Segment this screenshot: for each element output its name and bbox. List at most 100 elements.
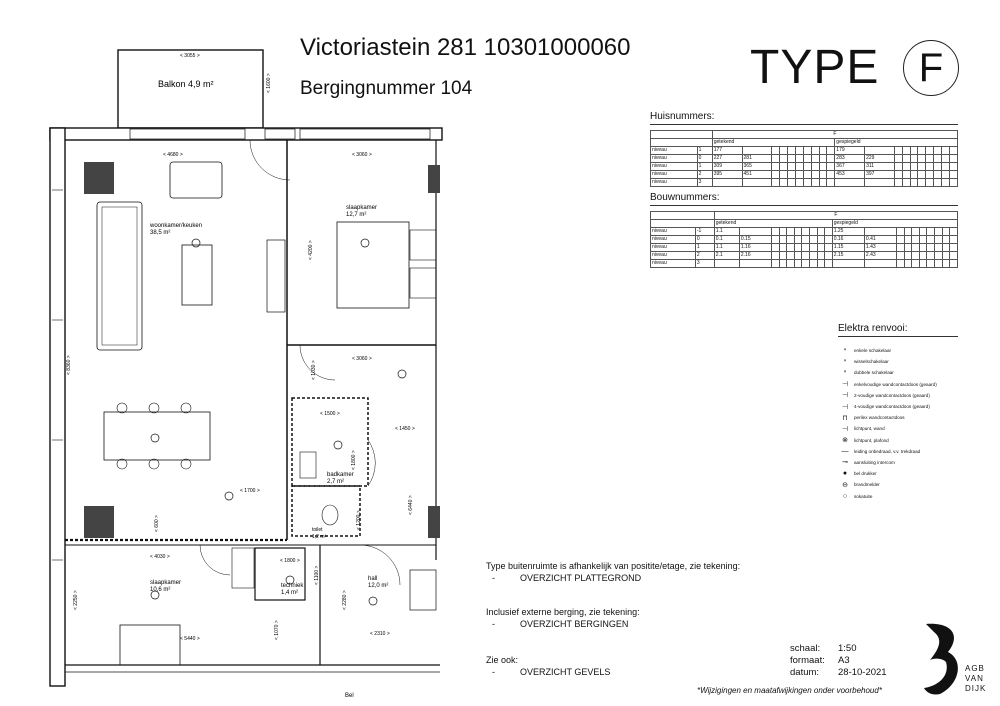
legend-item: ⊸aansluiting intercom <box>836 457 966 468</box>
legend-item: ● bel drukker <box>836 468 966 479</box>
legend-item: ᐤ dubbele schakelaar <box>836 367 966 378</box>
dim-2280: < 2280 > <box>342 590 348 610</box>
note-berging-text: Inclusief externe berging, zie tekening: <box>486 607 640 617</box>
note-zie-ook-text: Zie ook: <box>486 655 519 665</box>
dim-1070: < 1070 > <box>274 620 280 640</box>
huisnummers-rule <box>650 124 958 125</box>
plan-woonkamer: woonkamer/keuken <box>149 223 202 229</box>
legend-item: ⊗ lichtpunt, plafond <box>836 435 966 446</box>
dim-3055: < 3055 > <box>180 53 200 59</box>
doorbell-icon: ● <box>842 470 848 478</box>
legend-item: ⊣ lichtpunt, wand <box>836 423 966 434</box>
dim-1600: < 1600 > <box>266 73 272 93</box>
legend-item-label: wisselschakelaar <box>854 359 889 365</box>
double-socket-icon: ⊣ <box>841 392 849 400</box>
note-berging: Inclusief externe berging, zie tekening:… <box>486 606 640 630</box>
ceiling-light-icon: ⊗ <box>842 437 848 445</box>
dim-1700: < 1700 > <box>240 488 260 494</box>
plan-techniek: techniek <box>281 583 304 589</box>
legend-item: ⊣ 2-voudige wandcontactdoos (geaard) <box>836 390 966 401</box>
changeover-switch-icon: ᐤ <box>843 358 847 366</box>
disclaimer: *Wijzigingen en maatafwijkingen onder vo… <box>697 686 882 695</box>
plan-slaapkamer2: slaapkamer <box>150 580 181 586</box>
dim-4200: < 4200 > <box>308 240 314 260</box>
legend-item: —leiding onbedraad, v.v. trekdraad <box>836 446 966 457</box>
dim-1800b: < 1800 > <box>280 558 300 564</box>
quad-socket-icon: ⊣ <box>841 403 849 411</box>
plan-toilet: toilet <box>312 527 323 533</box>
legend-item: ⊣ 4-voudige wandcontactdoos (geaard) <box>836 401 966 412</box>
plan-badkamer-area: 2,7 m² <box>327 479 344 485</box>
legend-item-label: lichtpunt, plafond <box>854 437 889 443</box>
dim-1200: < 1200 > <box>356 510 362 530</box>
legend-item: ⊖brandmelder <box>836 479 966 490</box>
plan-badkamer: badkamer <box>327 472 354 478</box>
dim-1800: < 1800 > <box>351 450 357 470</box>
plan-woonkamer-area: 38,5 m² <box>150 230 170 236</box>
legend-item-label: sokatuite <box>854 493 873 499</box>
agb-logo-icon <box>924 623 958 695</box>
legend-item: ᐤ wisselschakelaar <box>836 356 966 367</box>
wall-light-icon: ⊣ <box>841 425 849 433</box>
type-letter-badge: F <box>903 40 959 96</box>
plan-bel: Bel <box>345 693 354 699</box>
legend-item-label: 2-voudige wandcontactdoos (geaard) <box>854 392 930 398</box>
bouwnummers-title: Bouwnummers: <box>650 192 720 203</box>
plan-hall: hall <box>368 576 377 582</box>
note-berging-item: -OVERZICHT BERGINGEN <box>492 619 629 629</box>
note-zie-ook-item: -OVERZICHT GEVELS <box>492 667 611 677</box>
legend-item-label: lichtpunt, wand <box>854 426 885 432</box>
legend-item-label: dubbele schakelaar <box>854 370 894 376</box>
dim-4680: < 4680 > <box>163 152 183 158</box>
dim-1100: < 1100 > <box>314 566 320 585</box>
plan-slaapkamer1-area: 12,7 m² <box>346 212 366 218</box>
dim-3060a: < 3060 > <box>352 152 372 158</box>
dim-1500: < 1500 > <box>320 411 340 417</box>
plan-slaapkamer1: slaapkamer <box>346 205 377 211</box>
legend-item-label: bel drukker <box>854 471 877 477</box>
legend-item: ⊣enkelvoudige wandcontactdoos (geaard) <box>836 379 966 390</box>
legend-item-label: perilex wandcontactdoos <box>854 415 905 421</box>
dim-4030: < 4030 > <box>150 554 170 560</box>
legend-item-label: 4-voudige wandcontactdoos (geaard) <box>854 404 930 410</box>
dim-8360: < 8360 > <box>66 355 72 375</box>
scale-value: 1:50 <box>838 643 857 654</box>
note-zie-ook: Zie ook: -OVERZICHT GEVELS <box>486 654 610 678</box>
scale-label: schaal: <box>790 643 821 654</box>
type-letter: F <box>918 45 944 90</box>
dim-5440: < 5440 > <box>180 636 200 642</box>
legend-rule <box>838 336 958 337</box>
double-switch-icon: ᐤ <box>843 369 847 377</box>
perilex-socket-icon: ⊓ <box>842 414 848 422</box>
storage-number: Bergingnummer 104 <box>300 78 473 99</box>
format-value: A3 <box>838 655 850 666</box>
dim-1030: < 1030 > <box>311 360 317 380</box>
dim-3060b: < 3060 > <box>352 356 372 362</box>
intercom-icon: ⊸ <box>842 459 848 467</box>
plan-slaapkamer2-area: 10,6 m² <box>150 587 170 593</box>
plan-balkon: Balkon 4,9 m² <box>158 79 214 89</box>
dim-2310: < 2310 > <box>370 631 390 637</box>
socket-box-icon: ○ <box>842 492 848 500</box>
legend-title: Elektra renvooi: <box>838 323 908 334</box>
dim-2250: < 2250 > <box>73 590 79 610</box>
bouwnummers-rule <box>650 205 958 206</box>
floor-plan: Balkon 4,9 m² woonkamer/keuken 38,5 m² s… <box>49 49 443 699</box>
legend-item-label: enkele schakelaar <box>854 348 892 354</box>
legend-item-label: leiding onbedraad, v.v. trekdraad <box>854 448 921 454</box>
legend-item-label: brandmelder <box>854 482 880 488</box>
plan-techniek-area: 1,4 m² <box>281 590 298 596</box>
dim-600: < 600 > <box>154 515 160 532</box>
